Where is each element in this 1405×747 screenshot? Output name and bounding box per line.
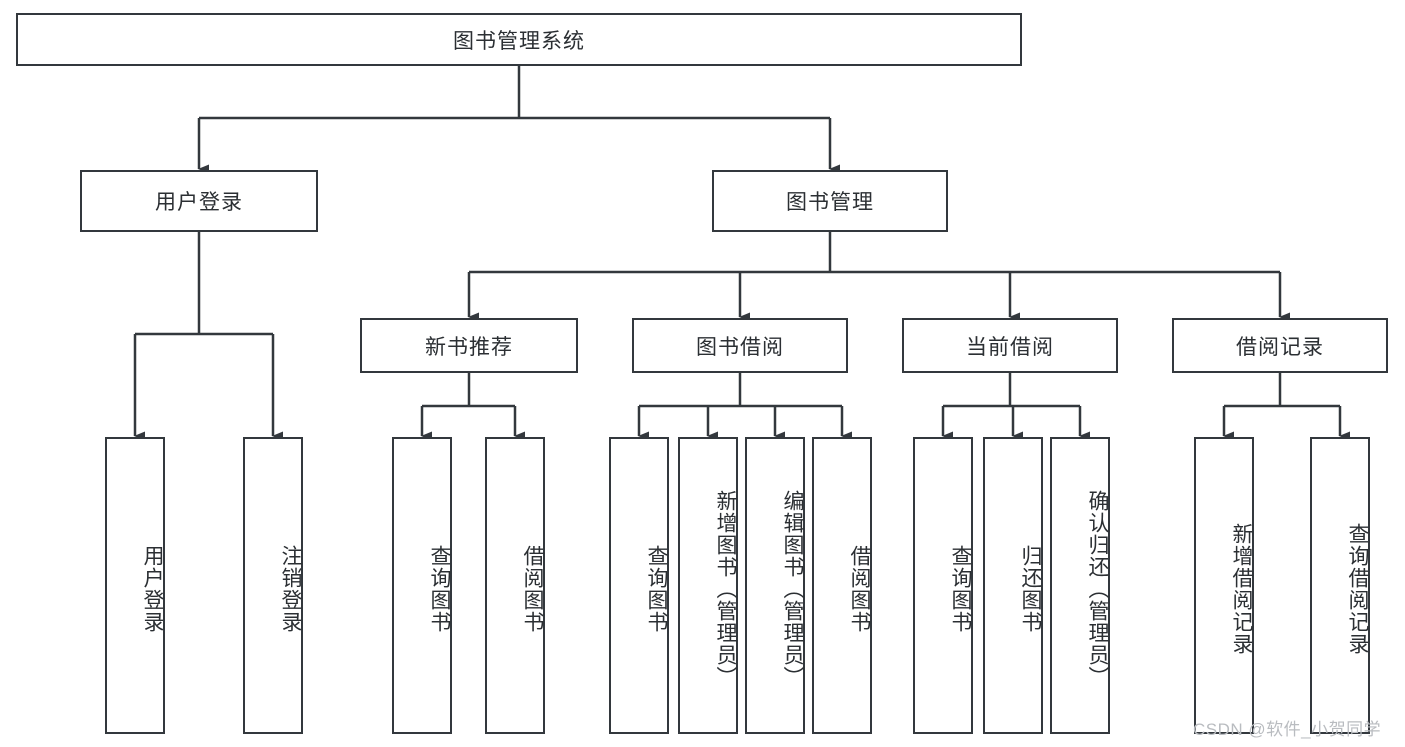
node-label: 新增图书（管理员）: [714, 489, 737, 688]
node-leaf-query-2[interactable]: 查询图书: [609, 437, 669, 734]
node-book-mgmt[interactable]: 图书管理: [712, 170, 948, 232]
node-current-borrow[interactable]: 当前借阅: [902, 318, 1118, 373]
node-label: 当前借阅: [966, 335, 1054, 359]
node-leaf-return[interactable]: 归还图书: [983, 437, 1043, 734]
node-label: 图书借阅: [696, 335, 784, 359]
node-label: 借阅记录: [1236, 335, 1324, 359]
node-leaf-logout[interactable]: 注销登录: [243, 437, 303, 734]
node-leaf-borrow-1[interactable]: 借阅图书: [485, 437, 545, 734]
node-label: 用户登录: [141, 544, 164, 633]
node-label: 借阅图书: [521, 544, 544, 633]
node-leaf-user-login[interactable]: 用户登录: [105, 437, 165, 734]
node-root[interactable]: 图书管理系统: [16, 13, 1022, 66]
node-label: 图书管理系统: [453, 29, 585, 53]
node-leaf-query-1[interactable]: 查询图书: [392, 437, 452, 734]
node-leaf-add-book[interactable]: 新增图书（管理员）: [678, 437, 738, 734]
node-leaf-query-rec[interactable]: 查询借阅记录: [1310, 437, 1370, 734]
node-label: 编辑图书（管理员）: [781, 489, 804, 688]
csdn-watermark: CSDN @软件_小贺同学: [1193, 720, 1382, 739]
node-label: 查询图书: [645, 544, 668, 633]
node-leaf-confirm[interactable]: 确认归还（管理员）: [1050, 437, 1110, 734]
node-label: 查询图书: [949, 544, 972, 633]
node-label: 新增借阅记录: [1230, 522, 1253, 655]
node-leaf-edit-book[interactable]: 编辑图书（管理员）: [745, 437, 805, 734]
node-label: 借阅图书: [848, 544, 871, 633]
node-label: 用户登录: [155, 191, 243, 214]
node-user-login[interactable]: 用户登录: [80, 170, 318, 232]
node-label: 查询图书: [428, 544, 451, 633]
node-label: 新书推荐: [425, 335, 513, 359]
node-borrow-record[interactable]: 借阅记录: [1172, 318, 1388, 373]
node-label: 注销登录: [279, 544, 302, 633]
node-leaf-add-rec[interactable]: 新增借阅记录: [1194, 437, 1254, 734]
node-book-borrow[interactable]: 图书借阅: [632, 318, 848, 373]
node-label: 归还图书: [1019, 544, 1042, 633]
node-label: 查询借阅记录: [1346, 522, 1369, 655]
node-label: 确认归还（管理员）: [1086, 489, 1109, 688]
node-new-book-rec[interactable]: 新书推荐: [360, 318, 578, 373]
node-label: 图书管理: [786, 191, 874, 214]
node-leaf-query-3[interactable]: 查询图书: [913, 437, 973, 734]
node-leaf-borrow-2[interactable]: 借阅图书: [812, 437, 872, 734]
